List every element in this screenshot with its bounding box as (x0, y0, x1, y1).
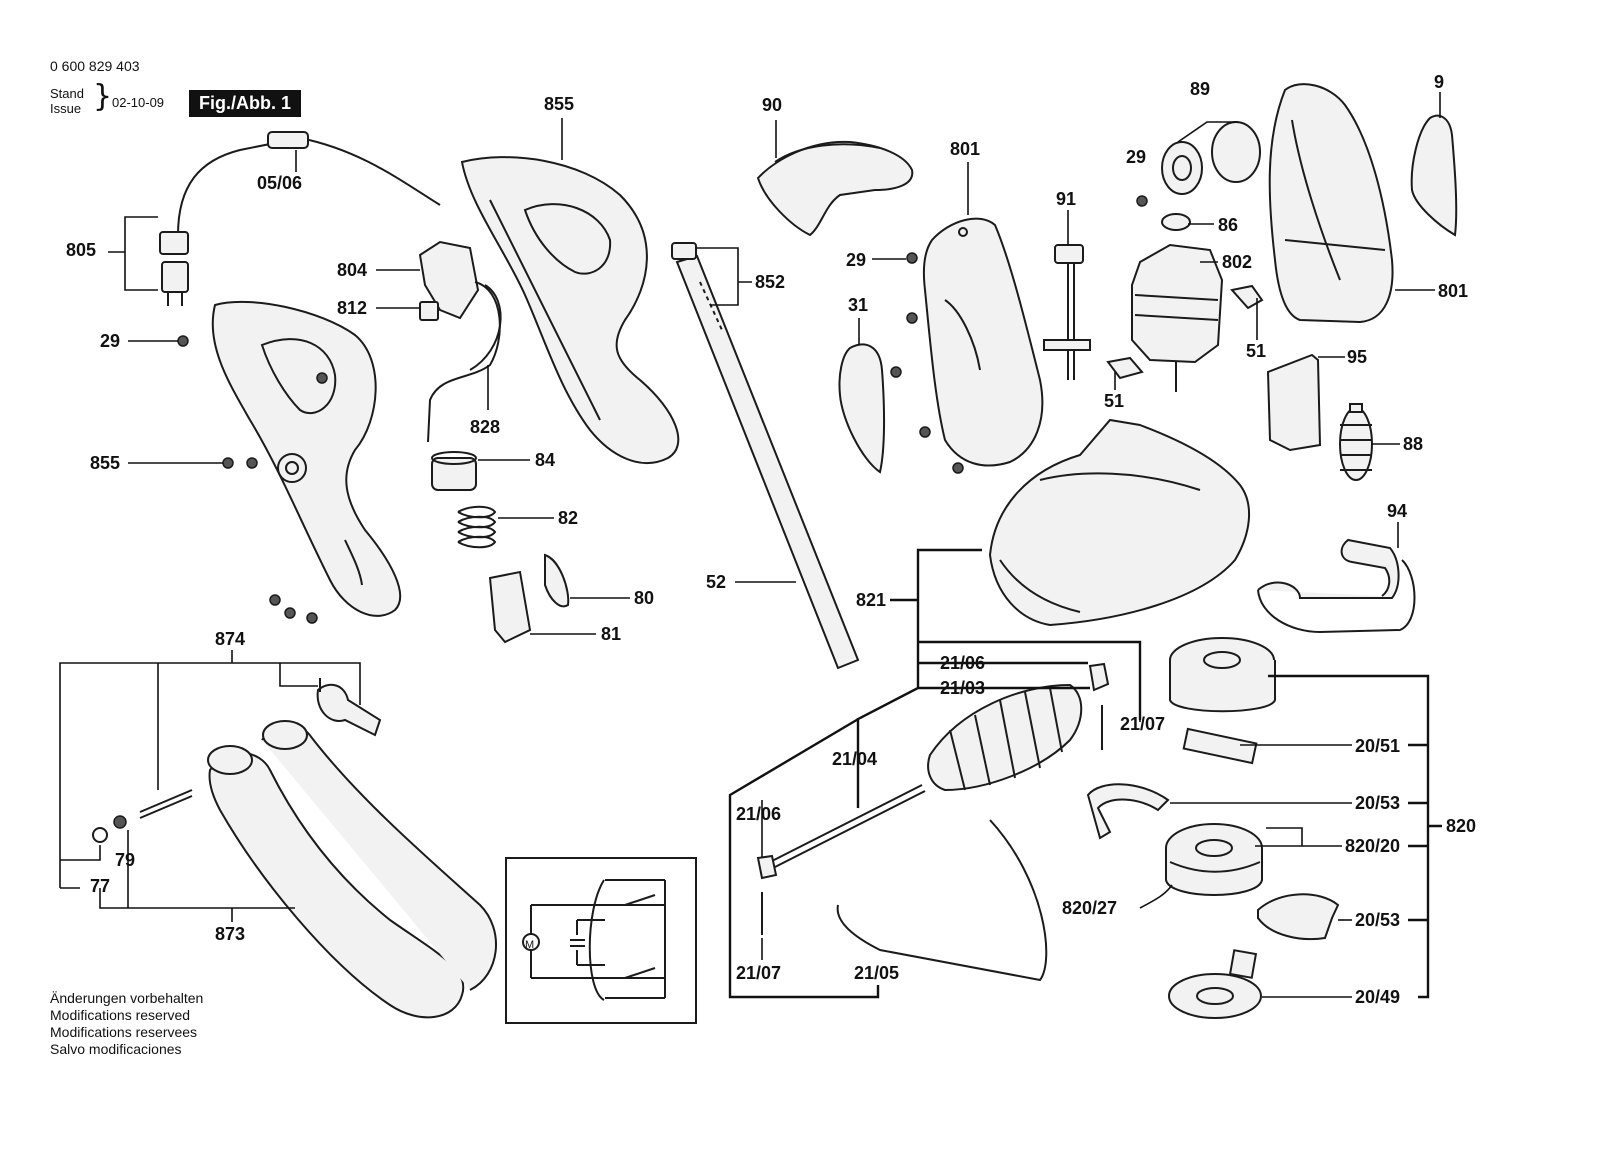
label-20-53-a: 20/53 (1355, 793, 1400, 813)
label-874: 874 (215, 629, 245, 649)
label-855-a: 855 (90, 453, 120, 473)
label-804: 804 (337, 260, 367, 280)
label-52: 52 (706, 572, 726, 592)
modification-notes: Änderungen vorbehalten Modifications res… (50, 990, 203, 1058)
label-20-51: 20/51 (1355, 736, 1400, 756)
spring-part (457, 505, 497, 549)
label-94: 94 (1387, 501, 1407, 521)
label-81: 81 (601, 624, 621, 644)
label-802: 802 (1222, 252, 1252, 272)
auxiliary-handle-part (92, 678, 497, 1019)
note-fr: Modifications reservees (50, 1024, 198, 1040)
head-housing-part (1169, 637, 1276, 713)
label-9: 9 (1434, 72, 1444, 92)
label-80: 80 (634, 588, 654, 608)
drive-sleeve-part (756, 662, 1110, 982)
label-812: 812 (337, 298, 367, 318)
label-828: 828 (470, 417, 500, 437)
motor-symbol: M (525, 939, 534, 951)
stand-issue-label: Stand Issue (50, 86, 84, 116)
cover-part (756, 140, 914, 237)
guard-part (988, 418, 1251, 627)
label-21-06-b: 21/06 (736, 804, 781, 824)
switch-part (418, 240, 502, 443)
label-29-a: 29 (100, 331, 120, 351)
clip-upper-part (1086, 783, 1170, 840)
clip-lower-part (1257, 893, 1340, 941)
label-82: 82 (558, 508, 578, 528)
label-21-06-a: 21/06 (940, 653, 985, 673)
side-pad-part (1410, 114, 1458, 237)
label-51-b: 51 (1104, 391, 1124, 411)
handle-left-half-part (211, 300, 402, 617)
wiring-schematic: M (505, 857, 697, 1024)
label-90: 90 (762, 95, 782, 115)
label-855-b: 855 (544, 94, 574, 114)
label-79: 79 (115, 850, 135, 870)
note-en: Modifications reserved (50, 1007, 191, 1023)
label-95: 95 (1347, 347, 1367, 367)
handle-right-half-part (460, 156, 680, 464)
label-20-49: 20/49 (1355, 987, 1400, 1007)
issue-date: 02-10-09 (112, 95, 165, 110)
label-20-53-b: 20/53 (1355, 910, 1400, 930)
label-29-b: 29 (846, 250, 866, 270)
sleeve-part (431, 451, 477, 491)
label-820-27: 820/27 (1062, 898, 1117, 918)
label-21-05: 21/05 (854, 963, 899, 983)
spool-cover-part (1182, 727, 1258, 765)
label-21-04: 21/04 (832, 749, 877, 769)
note-de: Änderungen vorbehalten (50, 990, 204, 1006)
pad-part (838, 343, 886, 474)
label-51-a: 51 (1246, 341, 1266, 361)
label-86: 86 (1218, 215, 1238, 235)
bow-handle-part (1257, 538, 1400, 599)
label-21-03: 21/03 (940, 678, 985, 698)
document-number: 0 600 829 403 (50, 58, 140, 74)
note-es: Salvo modificaciones (50, 1041, 182, 1057)
label-820-20: 820/20 (1345, 836, 1400, 856)
label-84: 84 (535, 450, 555, 470)
lock-part (488, 553, 570, 644)
spool-cap-part (1168, 949, 1262, 1019)
label-820: 820 (1446, 816, 1476, 836)
label-91: 91 (1056, 189, 1076, 209)
label-801-a: 801 (950, 139, 980, 159)
label-89: 89 (1190, 79, 1210, 99)
label-88: 88 (1403, 434, 1423, 454)
figure-label: Fig./Abb. 1 (189, 90, 301, 117)
label-873: 873 (215, 924, 245, 944)
label-05-06: 05/06 (257, 173, 302, 193)
power-cable-part (159, 131, 441, 306)
label-21-07-a: 21/07 (1120, 714, 1165, 734)
label-805: 805 (66, 240, 96, 260)
motor-part (1106, 121, 1264, 392)
brace-glyph: } (93, 79, 113, 114)
motor-housing-rear-part (1268, 83, 1394, 324)
label-31: 31 (848, 295, 868, 315)
fan-part (1339, 403, 1373, 481)
label-21-07-b: 21/07 (736, 963, 781, 983)
label-852: 852 (755, 272, 785, 292)
housing-screws (890, 195, 1148, 474)
stand-label: Stand (50, 86, 84, 101)
label-29-c: 29 (1126, 147, 1146, 167)
issue-label: Issue (50, 101, 82, 116)
label-821: 821 (856, 590, 886, 610)
plate-part (1266, 353, 1322, 452)
lever-part (1043, 244, 1091, 380)
label-801-b: 801 (1438, 281, 1468, 301)
tube-part (671, 242, 860, 670)
spool-part (1165, 823, 1263, 896)
label-77: 77 (90, 876, 110, 896)
part-labels: 05/06 805 29 855 855 804 812 828 84 82 8… (66, 72, 1476, 1007)
leader-lines (128, 92, 1442, 999)
motor-housing-front-part (922, 217, 1044, 467)
